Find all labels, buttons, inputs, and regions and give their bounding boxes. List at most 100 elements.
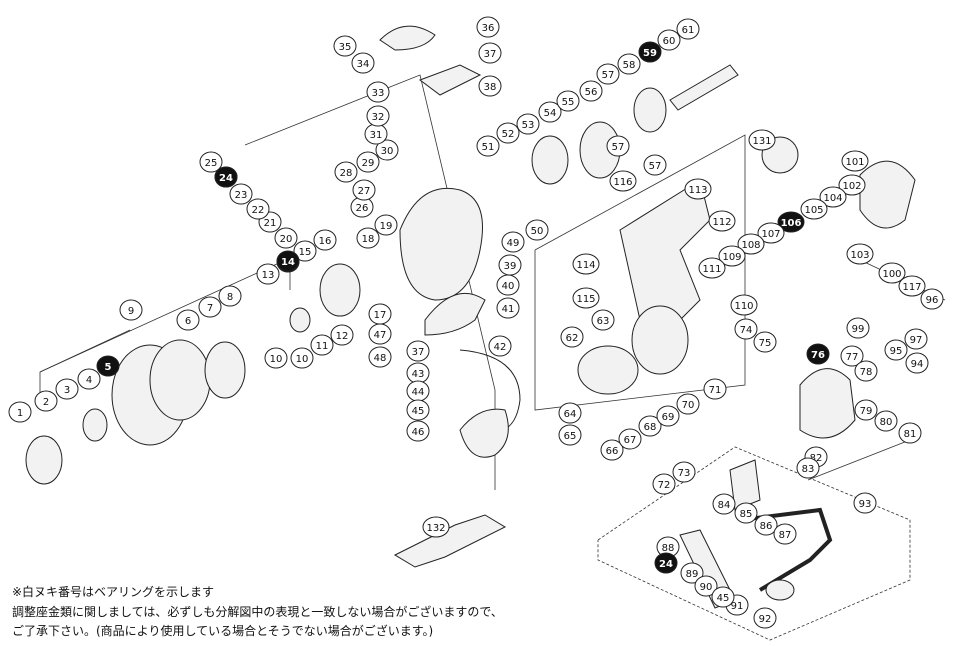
part-bubble-number: 74 [740, 325, 753, 336]
part-bubble-number: 49 [507, 238, 520, 249]
part-bubble-circle [638, 41, 662, 63]
part-bubble-circle [290, 347, 314, 369]
part-bubble-114: 114 [572, 253, 600, 275]
part-bubble-number: 40 [502, 281, 515, 292]
part-bubble-circle [878, 262, 906, 284]
bail-arm-shape [379, 25, 436, 51]
part-bubble-5: 5 [96, 355, 120, 377]
part-bubble-76: 76 [806, 343, 830, 365]
part-number-bubbles: 1234567891010111213141516171819202122232… [8, 16, 944, 629]
part-bubble-circle [694, 575, 718, 597]
part-bubble-54: 54 [538, 101, 562, 123]
part-bubble-number: 36 [482, 23, 495, 34]
part-bubble-3: 3 [55, 378, 79, 400]
part-bubble-number: 50 [531, 226, 544, 237]
part-bubble-45: 45 [711, 586, 735, 608]
part-bubble-circle [293, 240, 317, 262]
part-bubble-circle [617, 53, 641, 75]
part-bubble-circle [846, 243, 874, 265]
part-bubble-36: 36 [476, 16, 500, 38]
part-bubble-number: 62 [566, 333, 579, 344]
part-bubble-46: 46 [406, 420, 430, 442]
part-bubble-number: 108 [741, 240, 760, 251]
part-bubble-number: 89 [686, 569, 699, 580]
part-bubble-number: 55 [562, 97, 575, 108]
part-bubble-number: 68 [644, 422, 657, 433]
pinion-gear-shape [319, 263, 361, 317]
part-bubble-circle [34, 390, 58, 412]
part-bubble-circle [422, 516, 450, 538]
part-bubble-31: 31 [364, 123, 388, 145]
part-bubble-circle [754, 514, 778, 536]
part-bubble-44: 44 [406, 380, 430, 402]
part-bubble-circle [478, 75, 502, 97]
part-bubble-circle [579, 80, 603, 102]
part-bubble-63: 63 [591, 309, 615, 331]
part-bubble-number: 94 [911, 359, 924, 370]
part-bubble-circle [374, 214, 398, 236]
part-bubble-circle [198, 296, 222, 318]
part-bubble-circle [854, 399, 878, 421]
part-bubble-number: 57 [602, 70, 615, 81]
part-bubble-number: 31 [370, 130, 383, 141]
main-shaft-shape [669, 64, 739, 111]
bearing-note: ※白ヌキ番号はベアリングを示します [12, 585, 215, 599]
part-bubble-circle [572, 287, 600, 309]
part-bubble-55: 55 [556, 90, 580, 112]
part-bubble-number: 6 [185, 316, 191, 327]
part-bubble-number: 91 [731, 601, 744, 612]
part-bubble-circle [406, 420, 430, 442]
part-bubble-number: 44 [412, 387, 425, 398]
part-bubble-circle [276, 250, 300, 272]
body-ring-shape [577, 345, 639, 395]
part-bubble-68: 68 [638, 415, 662, 437]
part-bubble-number: 111 [702, 264, 721, 275]
part-bubble-number: 110 [734, 301, 753, 312]
part-bubble-38: 38 [478, 75, 502, 97]
reverse-lever-shape [859, 160, 916, 229]
part-bubble-number: 45 [412, 406, 425, 417]
part-bubble-circle [819, 186, 847, 208]
part-bubble-23: 23 [229, 183, 253, 205]
part-bubble-79: 79 [854, 399, 878, 421]
part-bubble-110: 110 [730, 294, 758, 316]
part-bubble-circle [591, 309, 615, 331]
part-bubble-111: 111 [698, 257, 726, 279]
part-bubble-57: 57 [606, 135, 630, 157]
part-bubble-19: 19 [374, 214, 398, 236]
part-bubble-4: 4 [77, 368, 101, 390]
part-bubble-circle [711, 586, 735, 608]
part-bubble-95: 95 [884, 339, 908, 361]
part-bubble-circle [496, 122, 520, 144]
body-opening-shape [631, 305, 689, 375]
part-bubble-number: 77 [846, 352, 859, 363]
part-bubble-number: 70 [682, 400, 695, 411]
part-bubble-115: 115 [572, 287, 600, 309]
part-bubble-34: 34 [351, 52, 375, 74]
part-bubble-89: 89 [680, 562, 704, 584]
part-bubble-circle [366, 81, 390, 103]
part-bubble-90: 90 [694, 575, 718, 597]
part-bubble-45: 45 [406, 399, 430, 421]
part-bubble-number: 11 [316, 341, 329, 352]
part-bubble-number: 17 [374, 310, 387, 321]
part-bubble-circle [55, 378, 79, 400]
part-bubble-circle [734, 502, 758, 524]
part-bubble-20: 20 [274, 227, 298, 249]
part-bubble-number: 92 [759, 614, 772, 625]
part-bubble-number: 114 [576, 260, 595, 271]
part-bubble-circle [496, 274, 520, 296]
part-bubble-number: 132 [426, 523, 445, 534]
part-bubble-circle [806, 343, 830, 365]
part-bubble-circle [119, 299, 143, 321]
part-bubble-24: 24 [214, 166, 238, 188]
part-bubble-10: 10 [290, 347, 314, 369]
part-bubble-33: 33 [366, 81, 390, 103]
part-bubble-number: 42 [494, 342, 507, 353]
part-bubble-circle [757, 222, 785, 244]
part-bubble-circle [884, 339, 908, 361]
part-bubble-number: 35 [339, 42, 352, 53]
part-bubble-circle [375, 139, 399, 161]
part-bubble-circle [368, 323, 392, 345]
rotor-shape [399, 187, 483, 301]
